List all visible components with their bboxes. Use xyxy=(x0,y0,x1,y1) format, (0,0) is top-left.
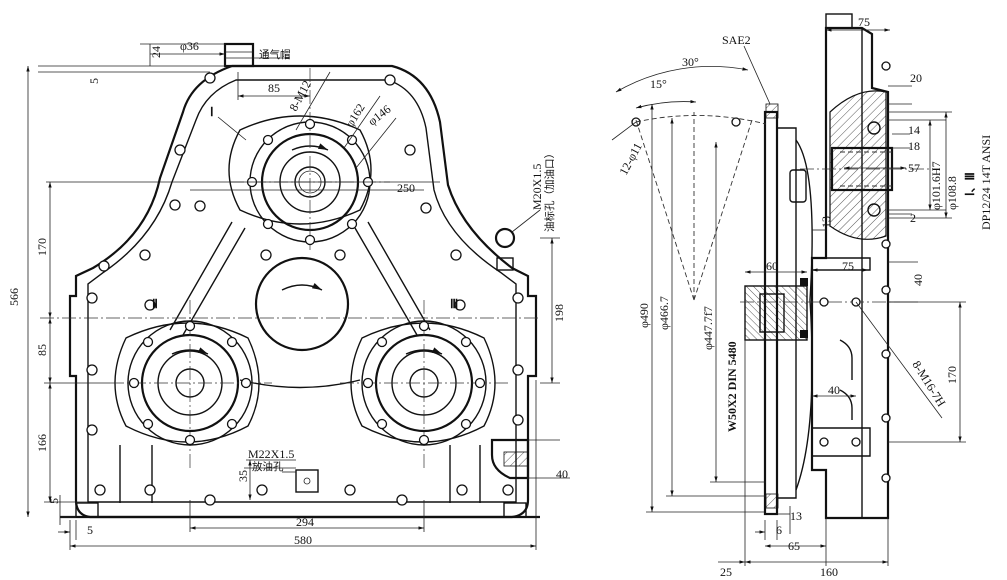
shaft-3-flange xyxy=(350,322,496,443)
dim-1088: φ108.8 xyxy=(945,176,959,210)
callout-oil-level-thread: M20X1.5 xyxy=(530,164,544,210)
dim-mid-85: 85 xyxy=(35,344,49,356)
dim-bottom-5: 5 xyxy=(47,498,61,504)
dim-75-mid: 75 xyxy=(842,259,854,273)
dim-left-5: 5 xyxy=(87,523,93,537)
front-view: φ36 24 通气帽 5 85 8-M12 φ162 φ146 Ⅰ 250 56… xyxy=(7,39,570,550)
dim-40-right: 40 xyxy=(911,274,925,286)
dim-top-offset: 5 xyxy=(87,78,101,84)
rib-bottom xyxy=(239,379,361,389)
dim-25: 25 xyxy=(720,565,732,579)
label-shaft-1: Ⅰ xyxy=(210,105,214,119)
dim-holes-12: 12-φ11 xyxy=(616,140,645,177)
flange-bolts xyxy=(128,118,486,446)
dim-phi-4477: φ447.7f7 xyxy=(701,306,715,350)
dim-160: 160 xyxy=(820,565,838,579)
dim-phi-4667: φ466.7 xyxy=(657,296,671,330)
dim-shaft-spacing-294: 294 xyxy=(296,515,314,529)
dim-bolts-16: 8-M16-7H xyxy=(909,358,948,409)
upper-gear-section xyxy=(829,90,887,240)
dim-13-lower: 13 xyxy=(790,509,802,523)
oil-level-ring xyxy=(494,227,516,249)
dim-lower-166: 166 xyxy=(35,434,49,452)
callout-drain: 放油孔 xyxy=(252,460,284,473)
dim-top-75: 75 xyxy=(858,15,870,29)
dim-right-198: 198 xyxy=(552,304,566,322)
dim-upper-170: 170 xyxy=(35,238,49,256)
gearbox-housing-outline xyxy=(68,64,538,519)
dim-18: 18 xyxy=(908,139,920,153)
dim-total-height: 566 xyxy=(7,288,21,306)
dim-total-width: 580 xyxy=(294,533,312,547)
input-shaft-section xyxy=(744,285,808,341)
dim-14: 14 xyxy=(908,123,920,137)
dim-20: 20 xyxy=(910,71,922,85)
front-dimension-lines xyxy=(26,43,570,550)
dim-sae: SAE2 xyxy=(722,33,751,47)
shaft-1-flange xyxy=(228,115,372,225)
breather-cap xyxy=(223,42,255,68)
housing-bolts xyxy=(86,72,524,506)
angle-construction xyxy=(611,66,767,301)
side-view: SAE2 30° 15° 12-φ11 75 20 14 18 φ101.6H7… xyxy=(611,13,993,579)
housing-inner-contour xyxy=(87,79,517,503)
dim-40-inner: 40 xyxy=(828,383,840,397)
dim-65: 65 xyxy=(788,539,800,553)
side-breather xyxy=(825,13,853,29)
dim-shaft-ref: Ⅰ、Ⅲ xyxy=(963,172,977,196)
callout-drain-thread: M22X1.5 xyxy=(248,447,294,461)
dim-breather-offset: 85 xyxy=(268,81,280,95)
dim-2: 2 xyxy=(910,211,916,225)
dim-spline-ansi: DP12/24 14T ANSI xyxy=(979,135,993,230)
dim-shaft-spacing-250: 250 xyxy=(397,181,415,195)
dim-60: 60 xyxy=(766,259,778,273)
callout-breather: 通气帽 xyxy=(259,48,291,61)
shaft-2-flange xyxy=(114,322,260,443)
label-shaft-3: Ⅲ xyxy=(450,297,458,311)
foot-left xyxy=(75,502,99,518)
foot-right xyxy=(503,502,527,518)
callout-oil-level: 油标孔（加油口） xyxy=(543,148,556,232)
drain-plug xyxy=(295,469,319,493)
dim-angle-30: 30° xyxy=(682,55,699,69)
dim-breather-dia: φ36 xyxy=(180,39,199,53)
dim-6: 6 xyxy=(776,523,782,537)
dim-spline-din: W50X2 DIN 5480 xyxy=(725,341,739,432)
dim-drain-35: 35 xyxy=(236,470,250,482)
dim-170: 170 xyxy=(945,366,959,384)
idler-rotation-arrow xyxy=(281,282,323,291)
idler-cover xyxy=(254,256,350,352)
dim-13-upper: 13 xyxy=(819,216,833,228)
rib-left xyxy=(169,221,246,336)
side-dimension-lines xyxy=(646,28,966,566)
dim-fit-1016: φ101.6H7 xyxy=(929,161,943,210)
dim-breather-height: 24 xyxy=(149,46,163,58)
dim-57: 57 xyxy=(908,161,920,175)
dim-flange-146: φ146 xyxy=(365,102,393,128)
dim-angle-15: 15° xyxy=(650,77,667,91)
lifting-lug xyxy=(490,438,530,480)
dim-phi-490: φ490 xyxy=(637,303,651,328)
rib-right xyxy=(354,221,431,336)
dim-flange-162: φ162 xyxy=(343,101,368,130)
dim-lug-40: 40 xyxy=(556,467,568,481)
label-shaft-2: Ⅱ xyxy=(152,297,158,311)
